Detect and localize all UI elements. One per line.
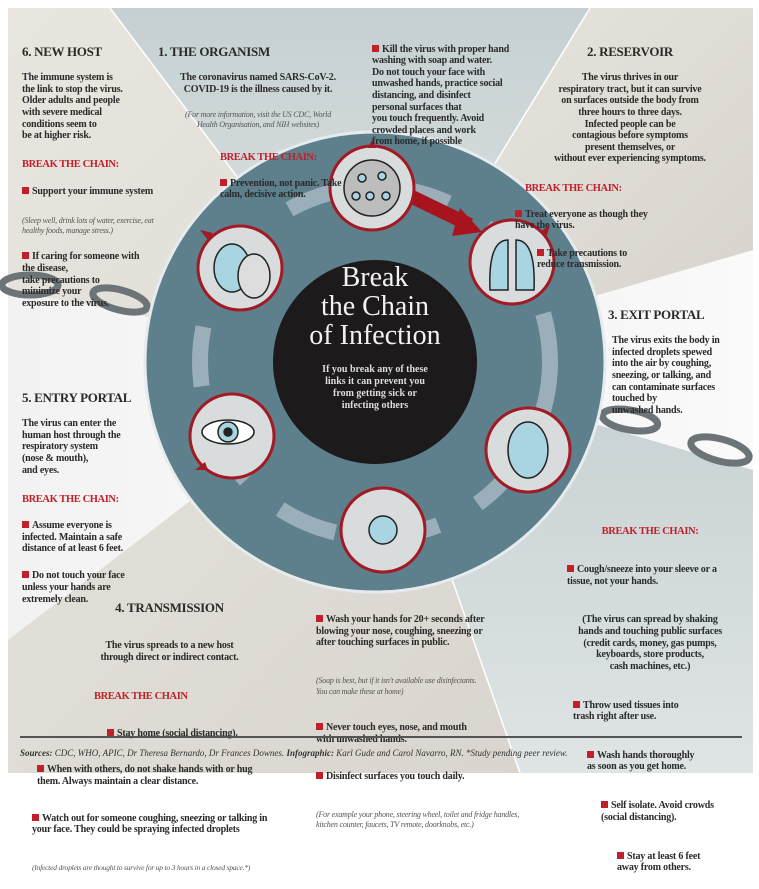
bullet: Treat everyone as though they have the v… xyxy=(515,208,648,232)
bullet: If caring for someone with the disease, … xyxy=(22,251,140,309)
note: (For more information, visit the US CDC,… xyxy=(185,109,331,130)
section-organism-bullet: Kill the virus with proper hand washing … xyxy=(372,43,510,148)
bullet-icon xyxy=(32,813,39,821)
bullet-icon xyxy=(537,248,544,256)
bullet-icon xyxy=(372,44,379,52)
sources-text: CDC, WHO, APIC, Dr Theresa Bernardo, Dr … xyxy=(52,748,287,758)
broken-chain-right-icon xyxy=(598,405,753,467)
note: (Soap is best, but if it isn't available… xyxy=(316,676,477,696)
bullet-icon xyxy=(316,771,323,779)
broken-chain-left-icon xyxy=(0,271,151,316)
infographic-credit: Karl Gude and Carol Navarro, RN. *Study … xyxy=(333,748,568,758)
sources-label: Sources: xyxy=(20,748,53,758)
note: (Infected droplets are thought to surviv… xyxy=(32,863,251,873)
background-panels xyxy=(0,7,753,774)
section-organism: 1. THE ORGANISM The coronavirus named SA… xyxy=(158,32,358,217)
section-transmission-handwashing: Wash your hands for 20+ seconds after bl… xyxy=(316,591,541,844)
footer-credits: Sources: CDC, WHO, APIC, Dr Theresa Bern… xyxy=(20,748,568,758)
bullet: Support your immune system xyxy=(22,186,157,198)
section-title: 2. RESERVOIR xyxy=(587,43,673,59)
bullet-icon xyxy=(587,750,594,758)
bullet-icon xyxy=(22,252,29,260)
center-title: Break the Chain of Infection xyxy=(309,262,441,351)
break-chain-label: BREAK THE CHAIN: xyxy=(22,493,119,505)
section-exit-portal: 3. EXIT PORTAL The virus exits the body … xyxy=(608,295,758,428)
infographic-label: Infographic: xyxy=(286,748,334,758)
bullet-icon xyxy=(617,851,624,859)
section-body: The virus can enter the human host throu… xyxy=(22,418,121,476)
center-subtitle: If you break any of these links it can p… xyxy=(322,364,428,411)
bullet: Take precautions to reduce transmission. xyxy=(537,247,628,271)
bullet: Self isolate. Avoid crowds (social dista… xyxy=(601,800,714,823)
section-new-host: 6. NEW HOST The immune system is the lin… xyxy=(22,32,157,325)
bullet-icon xyxy=(567,564,574,572)
center-heading: Break the Chain of Infection If you brea… xyxy=(275,263,475,412)
section-transmission: 4. TRANSMISSION The virus spreads to a n… xyxy=(32,577,307,887)
cycle-arrows xyxy=(192,179,558,545)
bullet-icon xyxy=(220,178,227,186)
bullet-icon xyxy=(573,700,580,708)
bullet-icon xyxy=(601,801,608,809)
break-chain-label: BREAK THE CHAIN: xyxy=(22,159,119,171)
note: (Sleep well, drink lots of water, exerci… xyxy=(22,215,154,236)
bullet: Disinfect surfaces you touch daily. xyxy=(316,771,541,783)
bullet: Stay at least 6 feet away from others. xyxy=(617,850,701,874)
bullet: When with others, do not shake hands wit… xyxy=(37,764,253,787)
bullet: Never touch eyes, nose, and mouth with u… xyxy=(316,722,467,745)
bullet: Prevention, not panic. Take calm, decisi… xyxy=(220,177,342,201)
break-chain-label: BREAK THE CHAIN xyxy=(94,690,188,702)
section-body: The virus thrives in our respiratory tra… xyxy=(554,72,706,165)
center-circle xyxy=(273,260,477,464)
bullet-icon xyxy=(22,571,29,579)
footer-divider xyxy=(20,736,742,738)
break-chain-label: BREAK THE CHAIN: xyxy=(220,151,317,163)
section-body: The coronavirus named SARS-CoV-2. COVID-… xyxy=(180,72,336,95)
section-reservoir: 2. RESERVOIR The virus thrives in our re… xyxy=(515,32,745,286)
bullet: Do not touch your face unless your hands… xyxy=(22,570,125,605)
bullet-icon xyxy=(22,186,29,194)
section-body: The virus exits the body in infected dro… xyxy=(612,335,720,416)
note: (For example your phone, steering wheel,… xyxy=(316,809,520,830)
bullet-icon xyxy=(107,728,114,736)
bullet-icon xyxy=(316,723,323,731)
bullet-icon xyxy=(22,520,29,528)
section-title: 3. EXIT PORTAL xyxy=(608,306,705,322)
bullet: Throw used tissues into trash right afte… xyxy=(573,699,679,723)
bullet: Assume everyone is infected. Maintain a … xyxy=(22,519,124,555)
bullet-icon xyxy=(37,765,44,773)
section-title: 1. THE ORGANISM xyxy=(158,43,270,59)
bullet: Watch out for someone coughing, sneezing… xyxy=(32,812,268,836)
section-body: The virus spreads to a new host through … xyxy=(100,640,239,663)
bullet-icon xyxy=(316,615,323,623)
section-body: The immune system is the link to stop th… xyxy=(22,72,123,142)
bullet: Wash hands thoroughly as soon as you get… xyxy=(587,749,695,773)
bullet: Stay home (social distancing). xyxy=(107,728,307,740)
break-chain-label: BREAK THE CHAIN: xyxy=(525,182,622,194)
break-chain-label: BREAK THE CHAIN: xyxy=(601,526,699,538)
section-title: 4. TRANSMISSION xyxy=(115,600,224,616)
section-entry-portal: 5. ENTRY PORTAL The virus can enter the … xyxy=(22,378,152,621)
section-title: 5. ENTRY PORTAL xyxy=(22,389,132,405)
note: (The virus can spread by shaking hands a… xyxy=(578,614,722,672)
bullet: Cough/sneeze into your sleeve or a tissu… xyxy=(567,563,717,587)
bullet: Wash your hands for 20+ seconds after bl… xyxy=(316,614,485,649)
section-exit-portal-break: BREAK THE CHAIN: Cough/sneeze into your … xyxy=(545,497,755,889)
section-title: 6. NEW HOST xyxy=(22,43,102,59)
bullet-icon xyxy=(515,209,522,217)
